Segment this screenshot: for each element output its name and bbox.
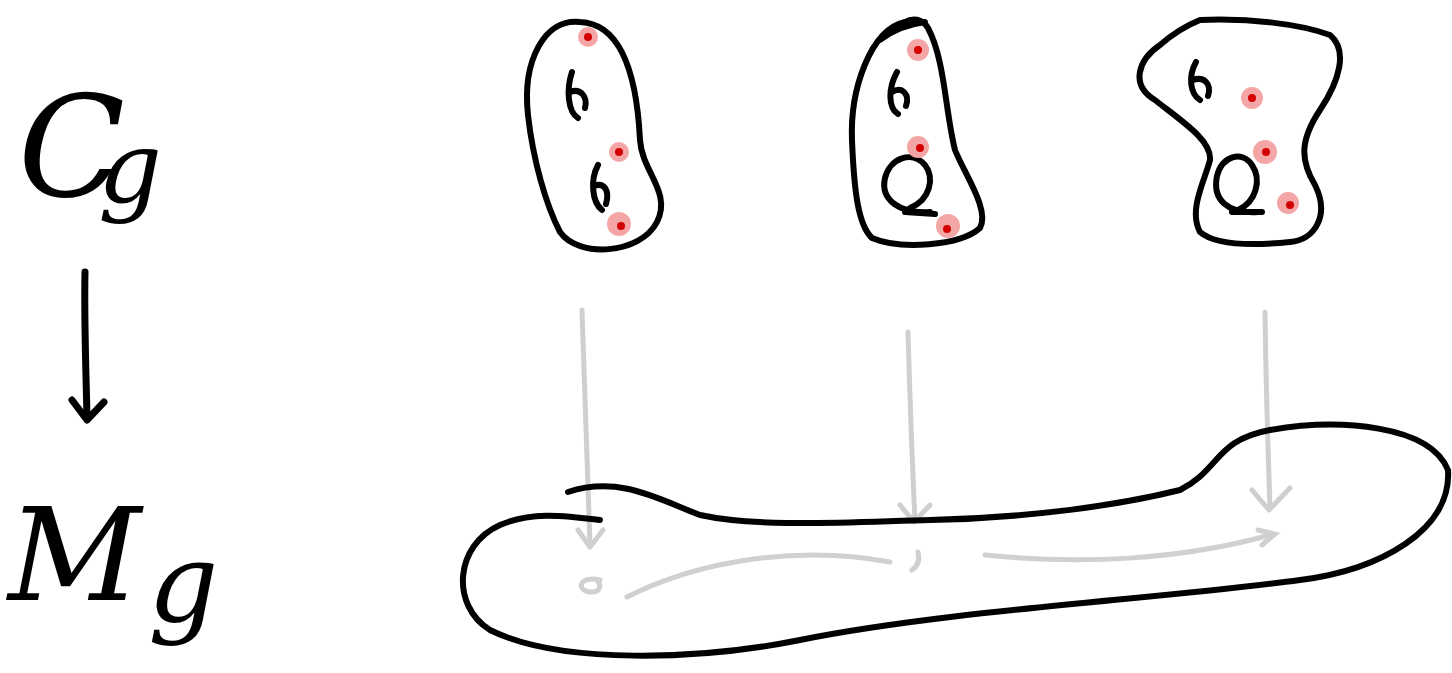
moduli-path <box>581 530 1275 597</box>
moduli-space-outline <box>463 425 1448 656</box>
marked-point <box>1241 87 1299 214</box>
marked-point <box>907 39 960 238</box>
subscript-index: g <box>98 118 162 218</box>
genus-two-surface <box>852 20 982 245</box>
projection-arrow <box>72 272 104 420</box>
space-symbol: M <box>8 490 141 620</box>
genus-two-surface <box>527 22 661 250</box>
genus-two-surface <box>1140 20 1340 244</box>
subscript-index: g <box>148 528 218 638</box>
marked-point <box>578 27 631 236</box>
